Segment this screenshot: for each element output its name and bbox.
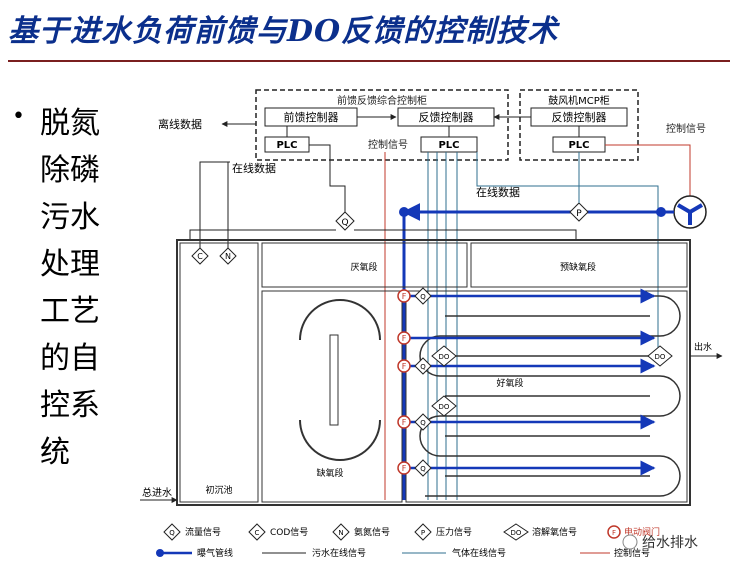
nh-sensor-icon xyxy=(219,247,237,265)
side-text: 脱氮除磷污水处理工艺的自控系统 xyxy=(40,106,100,470)
cabinet-frame-2 xyxy=(519,89,639,161)
legend-aeration: 曝气管线 xyxy=(197,547,233,559)
do-sensor-1 xyxy=(431,345,457,367)
legend-nh: 氨氮信号 xyxy=(354,526,390,538)
tank-outer xyxy=(176,239,691,506)
online-data-label-1: 在线数据 xyxy=(232,161,276,175)
legend-do: 溶解氧信号 xyxy=(532,526,577,538)
branch-flow-sensor-3 xyxy=(414,413,432,431)
legend-flow: 流量信号 xyxy=(185,526,221,538)
anoxic-baffle xyxy=(329,334,339,426)
legend-pressure: 压力信号 xyxy=(436,526,472,538)
do-sensor-3 xyxy=(647,345,673,367)
valve-icon-2[interactable] xyxy=(397,331,411,345)
online-gas-line xyxy=(476,152,659,355)
bullet-marker: • xyxy=(12,104,25,129)
nh-sensor-label: N xyxy=(225,252,231,261)
legend-cod: COD信号 xyxy=(270,526,308,538)
control-signal-label-1: 控制信号 xyxy=(368,138,408,151)
aerobic-zone xyxy=(405,290,688,503)
valve-label-5: F xyxy=(402,464,407,473)
feedback-controller-label: 反馈控制器 xyxy=(419,110,474,124)
branch-flow-label-2: Q xyxy=(420,363,426,371)
cabinet-frame-1 xyxy=(255,89,509,161)
do-sensor-2 xyxy=(431,395,457,417)
inlet-pipe-top-2 xyxy=(354,229,577,240)
do-label-1: DO xyxy=(439,353,450,361)
feedback-controller-label-2: 反馈控制器 xyxy=(552,110,607,124)
cod-sensor-icon xyxy=(191,247,209,265)
valve-icon-4[interactable] xyxy=(397,415,411,429)
branch-flow-label-1: Q xyxy=(420,293,426,301)
control-signal-label-2: 控制信号 xyxy=(666,122,706,135)
valve-label-3: F xyxy=(402,362,407,371)
branch-flow-sensor-1 xyxy=(414,287,432,305)
primary-clarifier-label: 初沉池 xyxy=(205,484,232,496)
svg-text:N: N xyxy=(338,529,343,537)
anoxic-zone xyxy=(261,290,403,503)
branch-flow-label-3: Q xyxy=(420,419,426,427)
svg-text:Q: Q xyxy=(169,529,175,537)
inlet-label: 总进水 xyxy=(142,486,172,499)
anaerobic-zone-label: 厌氧段 xyxy=(350,261,377,273)
slide-title: 基于进水负荷前馈与DO反馈的控制技术 xyxy=(8,14,559,49)
valve-icon-1[interactable] xyxy=(397,289,411,303)
svg-text:DO: DO xyxy=(511,529,522,537)
aerobic-channels xyxy=(419,295,681,497)
anaerobic-zone xyxy=(261,242,468,288)
cabinet-title-2: 鼓风机MCP柜 xyxy=(548,94,610,107)
valve-icon-5[interactable] xyxy=(397,461,411,475)
online-data-line-2 xyxy=(199,161,230,248)
air-header-node-2 xyxy=(656,207,666,217)
do-label-2: DO xyxy=(439,403,450,411)
legend-sewage-online: 污水在线信号 xyxy=(312,547,366,559)
plc-label-2: PLC xyxy=(438,140,459,151)
valve-label-1: F xyxy=(402,292,407,301)
primary-clarifier xyxy=(179,242,259,503)
pre-anoxic-zone xyxy=(470,242,688,288)
cabinet-title-1: 前馈反馈综合控制柜 xyxy=(337,94,427,107)
blower-blades xyxy=(676,203,704,225)
legend: Q 流量信号 C COD信号 N 氨氮信号 P 压力信号 DO 溶解氧信号 F … xyxy=(156,523,660,559)
watermark: 给水排水 xyxy=(622,534,698,551)
branch-flow-sensor-4 xyxy=(414,459,432,477)
legend-valve: 电动阀门 xyxy=(624,526,660,538)
valve-label-4: F xyxy=(402,418,407,427)
pressure-sensor-icon xyxy=(569,202,589,222)
branch-flow-sensor-2 xyxy=(414,357,432,375)
branch-flow-label-4: Q xyxy=(420,465,426,473)
air-branches xyxy=(404,288,656,476)
online-data-line-1 xyxy=(309,144,346,212)
valve-icon-3[interactable] xyxy=(397,359,411,373)
inlet-flow-sensor-icon xyxy=(335,211,355,231)
svg-text:P: P xyxy=(421,529,425,537)
plc-label-3: PLC xyxy=(568,140,589,151)
title-divider xyxy=(8,60,730,62)
anoxic-loop xyxy=(299,299,381,461)
pressure-sensor-label: P xyxy=(576,209,582,219)
valve-group xyxy=(397,289,411,475)
plc-label-1: PLC xyxy=(276,140,297,151)
legend-control: 控制信号 xyxy=(614,547,650,559)
aerobic-zone-label: 好氧段 xyxy=(496,377,523,389)
pre-anoxic-zone-label: 预缺氧段 xyxy=(560,261,596,273)
feedforward-controller-label: 前馈控制器 xyxy=(284,110,339,124)
inlet-pipe-top xyxy=(189,229,336,240)
watermark-text: 给水排水 xyxy=(642,535,698,551)
svg-text:F: F xyxy=(612,529,616,537)
do-label-3: DO xyxy=(655,353,666,361)
offline-data-label: 离线数据 xyxy=(158,117,202,131)
inlet-flow-sensor-label: Q xyxy=(341,218,348,228)
svg-text:C: C xyxy=(255,529,260,537)
cod-sensor-label: C xyxy=(197,252,203,261)
legend-gas-online: 气体在线信号 xyxy=(452,547,506,559)
outlet-label: 出水 xyxy=(694,341,712,353)
watermark-logo-icon xyxy=(622,534,638,550)
anoxic-zone-label: 缺氧段 xyxy=(316,467,343,479)
control-signal-blower xyxy=(605,144,693,203)
valve-label-2: F xyxy=(402,334,407,343)
online-data-label-2: 在线数据 xyxy=(476,185,520,199)
